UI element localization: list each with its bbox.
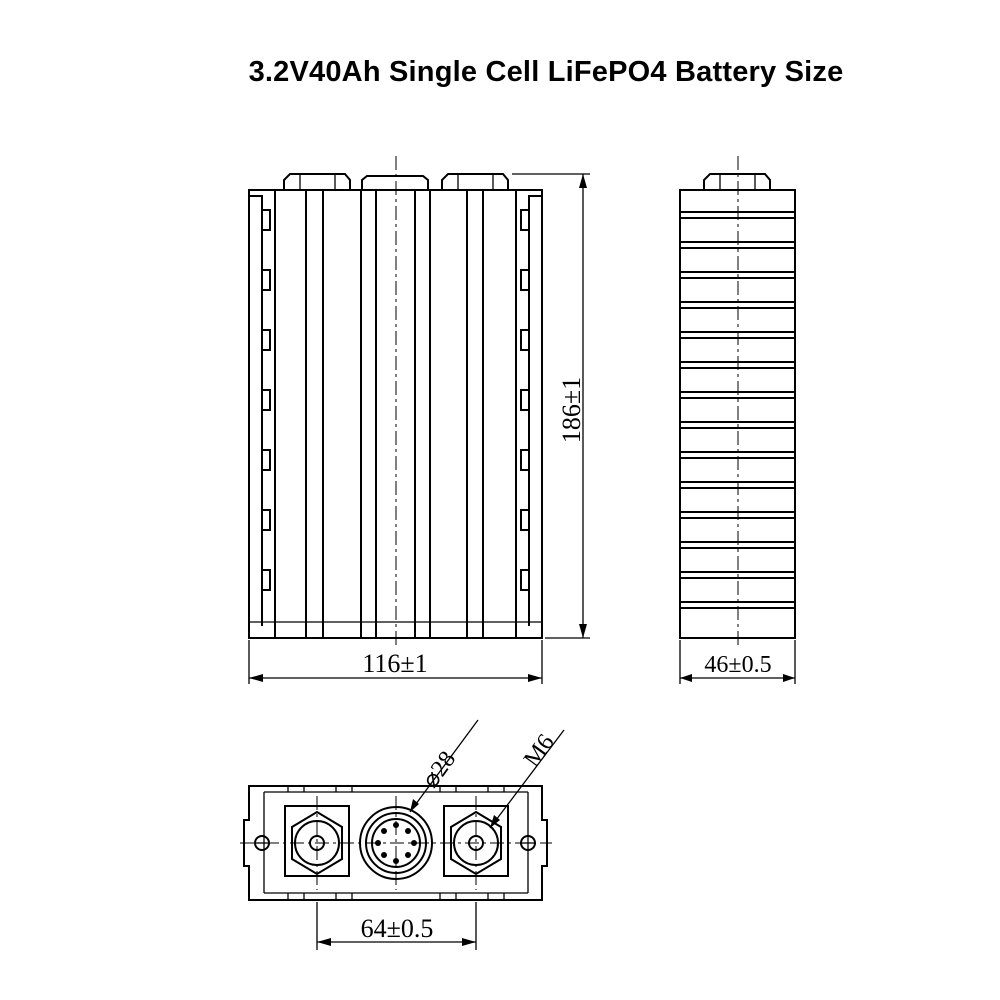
- width-label: 116±1: [362, 649, 427, 678]
- height-label: 186±1: [557, 377, 586, 443]
- thread-callout: M6: [489, 729, 565, 829]
- front-ribs: [274, 190, 517, 638]
- side-view: 46±0.5: [679, 156, 796, 684]
- front-terminal-left: [283, 173, 351, 190]
- front-right-rib-edge: [520, 195, 542, 626]
- vent-diameter-callout: ⌀28: [409, 719, 479, 813]
- front-terminal-right: [441, 173, 509, 190]
- terminal-spacing-label: 64±0.5: [361, 914, 434, 943]
- terminal-spacing-dimension: 64±0.5: [316, 902, 477, 950]
- front-view: 186±1 116±1: [248, 156, 590, 684]
- thickness-label: 46±0.5: [704, 652, 771, 678]
- top-notches: [287, 786, 505, 900]
- top-body: [243, 785, 548, 901]
- diagram-title: 3.2V40Ah Single Cell LiFePO4 Battery Siz…: [248, 56, 844, 88]
- top-view: ⌀28 M6 64±0.5: [240, 719, 565, 950]
- width-dimension: 116±1: [248, 640, 543, 684]
- thickness-dimension: 46±0.5: [679, 640, 796, 684]
- front-vent-cap: [361, 175, 429, 190]
- side-terminal: [703, 173, 771, 190]
- height-dimension: 186±1: [512, 173, 590, 639]
- thread-label: M6: [519, 730, 560, 772]
- front-left-rib-edge: [249, 195, 271, 626]
